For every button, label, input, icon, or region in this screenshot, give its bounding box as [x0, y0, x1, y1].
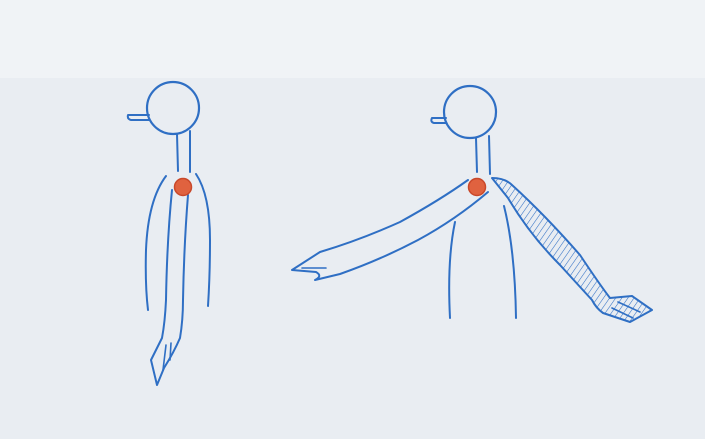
paper-top-fold	[0, 0, 705, 78]
shoulder-joint-dot	[175, 179, 192, 196]
shoulder-joint-dot	[469, 179, 486, 196]
